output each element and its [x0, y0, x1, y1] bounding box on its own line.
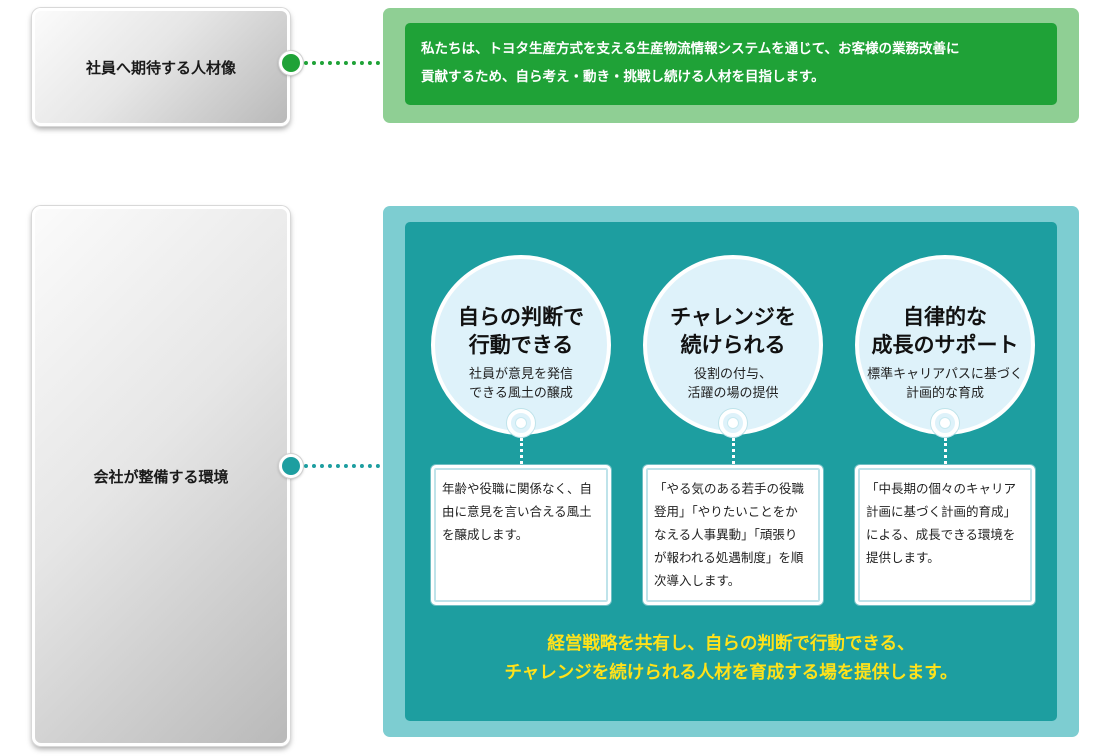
detail-line: 「中長期の個々のキャリア [866, 481, 1017, 496]
summary-line-2: チャレンジを続けられる人材を育成する場を提供します。 [504, 663, 958, 683]
detail-line: 登用」「やりたいことをか [654, 504, 798, 519]
detail-line: 由に意見を言い合える風土 [442, 504, 592, 519]
pillar-circle-growth: 自律的な 成長のサポート 標準キャリアパスに基づく 計画的な育成 [855, 255, 1035, 435]
expected-talent-label-text: 社員へ期待する人材像 [85, 58, 236, 77]
pillar-title-line: チャレンジを [670, 305, 796, 329]
pillar-circle-judgment: 自らの判断で 行動できる 社員が意見を発信 できる風土の醸成 [431, 255, 611, 435]
detail-line: 計画に基づく計画的育成」 [866, 504, 1017, 519]
statement-line-1: 私たちは、トヨタ生産方式を支える生産物流情報システムを通じて、お客様の業務改善に [421, 41, 960, 57]
connector-dot-teal [279, 454, 303, 478]
expected-talent-statement: 私たちは、トヨタ生産方式を支える生産物流情報システムを通じて、お客様の業務改善に… [405, 23, 1057, 105]
expected-talent-label: 社員へ期待する人材像 [32, 8, 290, 126]
connector-line-teal [304, 464, 404, 468]
company-environment-panel: 自らの判断で 行動できる 社員が意見を発信 できる風土の醸成 年齢や役職に関係な… [383, 206, 1079, 737]
pillar-description: 標準キャリアパスに基づく 計画的な育成 [859, 365, 1031, 403]
pillar-connector-dots [944, 438, 947, 464]
company-environment-label-text: 会社が整備する環境 [93, 467, 229, 486]
company-environment-label: 会社が整備する環境 [32, 206, 290, 746]
detail-line: 「やる気のある若手の役職 [654, 481, 805, 496]
detail-line: による、成長できる環境を [866, 527, 1016, 542]
detail-line: 年齢や役職に関係なく、自 [442, 481, 593, 496]
pillar-title: 自らの判断で 行動できる [435, 303, 607, 359]
pillar-description: 社員が意見を発信 できる風土の醸成 [435, 365, 607, 403]
pillar-title-line: 成長のサポート [871, 333, 1019, 357]
detail-line: を醸成します。 [442, 527, 529, 542]
pillar-desc-line: 社員が意見を発信 [468, 367, 573, 382]
environment-summary: 経営戦略を共有し、自らの判断で行動できる、 チャレンジを続けられる人材を育成する… [405, 630, 1057, 688]
pillar-circle-challenge: チャレンジを 続けられる 役割の付与、 活躍の場の提供 [643, 255, 823, 435]
pillar-title-line: 続けられる [680, 333, 786, 357]
pillar-desc-line: 活躍の場の提供 [687, 386, 779, 401]
pillar-description: 役割の付与、 活躍の場の提供 [647, 365, 819, 403]
pillar-detail-card: 「やる気のある若手の役職 登用」「やりたいことをか なえる人事異動」「頑張り が… [643, 465, 823, 605]
pillar-connector-knob [931, 409, 959, 437]
connector-line-green [304, 61, 396, 65]
pillar-connector-knob [507, 409, 535, 437]
pillar-detail-card: 年齢や役職に関係なく、自 由に意見を言い合える風土 を醸成します。 [431, 465, 611, 605]
detail-line: が報われる処遇制度」を順 [654, 550, 804, 565]
pillar-connector-knob [719, 409, 747, 437]
detail-line: なえる人事異動」「頑張り [654, 527, 798, 542]
pillar-title-line: 行動できる [468, 333, 574, 357]
company-environment-inner: 自らの判断で 行動できる 社員が意見を発信 できる風土の醸成 年齢や役職に関係な… [405, 222, 1057, 721]
summary-line-1: 経営戦略を共有し、自らの判断で行動できる、 [547, 634, 915, 654]
pillar-connector-dots [520, 438, 523, 464]
pillar-title: 自律的な 成長のサポート [859, 303, 1031, 359]
pillar-desc-line: 計画的な育成 [905, 386, 984, 401]
detail-line: 次導入します。 [654, 573, 741, 588]
pillar-title: チャレンジを 続けられる [647, 303, 819, 359]
pillar-title-line: 自らの判断で [458, 305, 584, 329]
pillar-desc-line: できる風土の醸成 [469, 386, 573, 401]
connector-dot-green [279, 51, 303, 75]
pillar-detail-card: 「中長期の個々のキャリア 計画に基づく計画的育成」 による、成長できる環境を 提… [855, 465, 1035, 605]
pillar-title-line: 自律的な [903, 305, 987, 329]
pillar-connector-dots [732, 438, 735, 464]
pillar-desc-line: 役割の付与、 [693, 367, 772, 382]
expected-talent-panel: 私たちは、トヨタ生産方式を支える生産物流情報システムを通じて、お客様の業務改善に… [383, 8, 1079, 123]
statement-line-2: 貢献するため、自ら考え・動き・挑戦し続ける人材を目指します。 [421, 69, 825, 85]
detail-line: 提供します。 [866, 550, 940, 565]
pillar-desc-line: 標準キャリアパスに基づく [867, 367, 1023, 382]
